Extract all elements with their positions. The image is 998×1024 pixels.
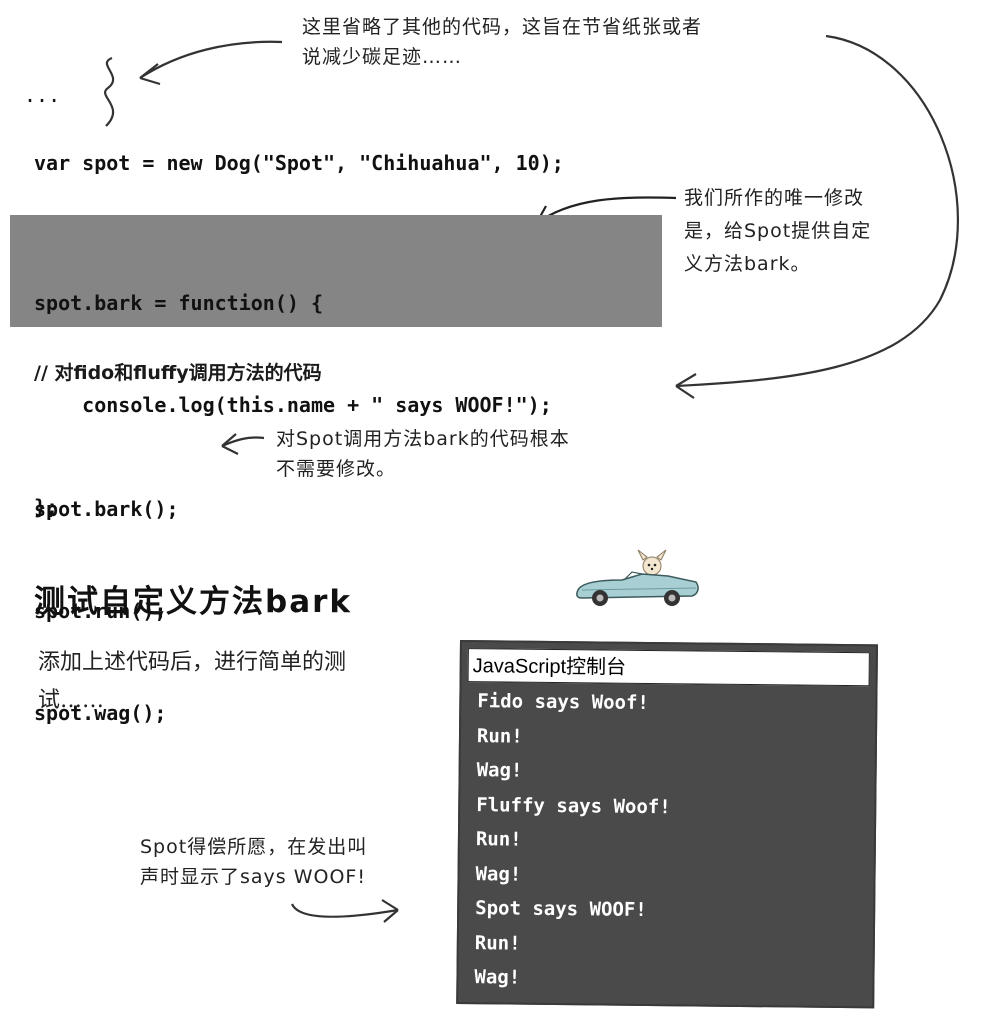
code-bark-line1: spot.bark = function() { xyxy=(34,291,323,315)
console-line: Wag! xyxy=(474,966,521,989)
change-note-line1: 我们所作的唯一修改 xyxy=(684,187,865,209)
code-bark-line2: console.log(this.name + " says WOOF!"); xyxy=(34,393,552,417)
section-body-line2: 试…… xyxy=(38,688,105,713)
call-note-line2: 不需要修改。 xyxy=(276,458,397,480)
console-line: Spot says WOOF! xyxy=(475,897,647,921)
result-note: Spot得偿所愿，在发出叫 声时显示了says WOOF! xyxy=(140,832,367,892)
arrow-to-console-icon xyxy=(290,903,399,918)
console-line: Run! xyxy=(474,931,521,955)
arrow-to-call-icon xyxy=(221,436,265,448)
section-body: 添加上述代码后，进行简单的测 试…… xyxy=(38,644,346,720)
car-with-chihuahua-icon xyxy=(576,549,699,606)
arrow-to-brace-icon xyxy=(139,40,283,79)
result-note-line2: 声时显示了says WOOF! xyxy=(140,866,366,888)
change-note-line2: 是，给Spot提供自定 xyxy=(684,220,872,242)
top-note: 这里省略了其他的代码，这旨在节省纸张或者 说减少碳足迹…… xyxy=(302,12,702,72)
result-note-line1: Spot得偿所愿，在发出叫 xyxy=(140,836,368,858)
call-note: 对Spot调用方法bark的代码根本 不需要修改。 xyxy=(276,424,570,484)
call-note-line1: 对Spot调用方法bark的代码根本 xyxy=(276,428,570,450)
code-call-run: spot.run(); xyxy=(34,599,167,623)
console-line: Wag! xyxy=(475,862,522,886)
code-bark-override: spot.bark = function() { console.log(thi… xyxy=(34,218,552,558)
javascript-console: JavaScript控制台 Fido says Woof! Run! Wag! … xyxy=(456,640,878,1009)
section-body-line1: 添加上述代码后，进行简单的测 xyxy=(38,650,347,675)
console-title: JavaScript控制台 xyxy=(467,648,870,687)
top-note-line1: 这里省略了其他的代码，这旨在节省纸张或者 xyxy=(302,16,703,38)
change-note-line3: 义方法bark。 xyxy=(684,253,811,275)
code-bark-line3: }; xyxy=(34,495,59,519)
code-call-wag: spot.wag(); xyxy=(34,701,167,725)
big-curve-arrow-icon xyxy=(675,34,960,388)
console-line: Wag! xyxy=(476,759,523,782)
highlighted-code-block xyxy=(10,215,662,327)
ellipsis: ... xyxy=(24,83,61,107)
console-line: Fido says Woof! xyxy=(477,690,650,714)
console-line: Run! xyxy=(475,828,522,851)
section-heading: 测试自定义方法bark xyxy=(34,584,353,620)
console-output: Fido says Woof! Run! Wag! Fluffy says Wo… xyxy=(474,684,672,997)
code-calls: spot.bark(); spot.run(); spot.wag(); xyxy=(34,424,179,764)
top-note-line2: 说减少碳足迹…… xyxy=(302,46,463,68)
code-call-bark: spot.bark(); xyxy=(34,497,179,521)
change-note: 我们所作的唯一修改 是，给Spot提供自定 义方法bark。 xyxy=(684,182,871,281)
brace-icon xyxy=(104,56,115,127)
console-line: Fluffy says Woof! xyxy=(476,793,671,818)
code-var-spot: var spot = new Dog("Spot", "Chihuahua", … xyxy=(34,151,564,175)
code-comment: // 对fido和fluffy调用方法的代码 xyxy=(34,362,322,384)
console-line: Run! xyxy=(476,724,523,748)
